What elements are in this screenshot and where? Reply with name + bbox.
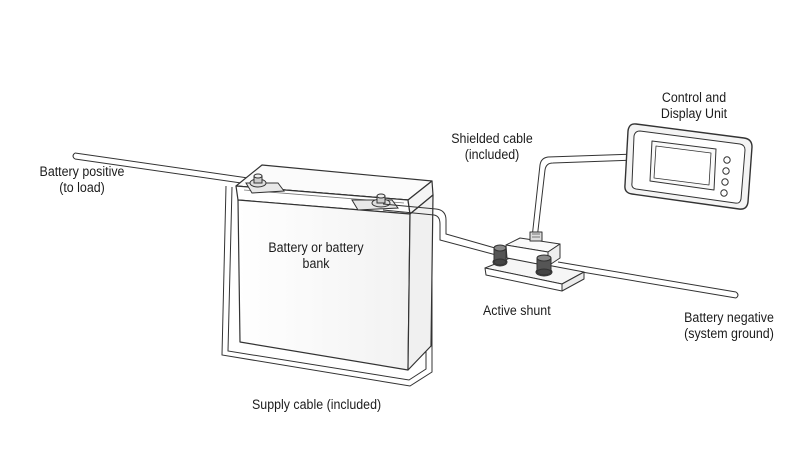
battery-box [235, 164, 434, 371]
shielded-cable-label: Shielded cable (included) [444, 131, 540, 163]
negative-terminal [351, 193, 399, 211]
control-unit-label-line1: Control and [661, 90, 727, 105]
battery-positive-label: Battery positive (to load) [27, 164, 137, 196]
supply-cable-label: Supply cable (included) [252, 397, 381, 413]
active-shunt [484, 231, 585, 292]
positive-terminal [245, 173, 285, 194]
battery-positive-label-line2: (to load) [59, 180, 105, 195]
battery-negative-label-line2: (system ground) [684, 326, 774, 341]
active-shunt-label-line1: Active shunt [483, 303, 551, 318]
battery-positive-label-line1: Battery positive [39, 164, 125, 179]
control-display-unit [624, 123, 753, 210]
battery-bank-label-line1: Battery or battery [268, 240, 364, 255]
battery-negative-label: Battery negative (system ground) [673, 310, 785, 342]
battery-negative-label-line1: Battery negative [684, 310, 774, 325]
shielded-cable-label-line1: Shielded cable [451, 131, 533, 146]
shielded-cable [531, 153, 637, 240]
control-unit-label: Control and Display Unit [646, 90, 742, 122]
battery-bank-label: Battery or battery bank [261, 240, 371, 272]
active-shunt-label: Active shunt [483, 303, 551, 319]
battery-bank-label-line2: bank [302, 256, 330, 271]
battery-positive-cable [72, 152, 263, 187]
control-unit-label-line2: Display Unit [660, 106, 728, 121]
shielded-cable-label-line2: (included) [464, 147, 520, 162]
battery-negative-cable [557, 261, 739, 299]
negative-link-cable [382, 203, 503, 257]
supply-cable-label-line1: Supply cable (included) [252, 397, 382, 412]
